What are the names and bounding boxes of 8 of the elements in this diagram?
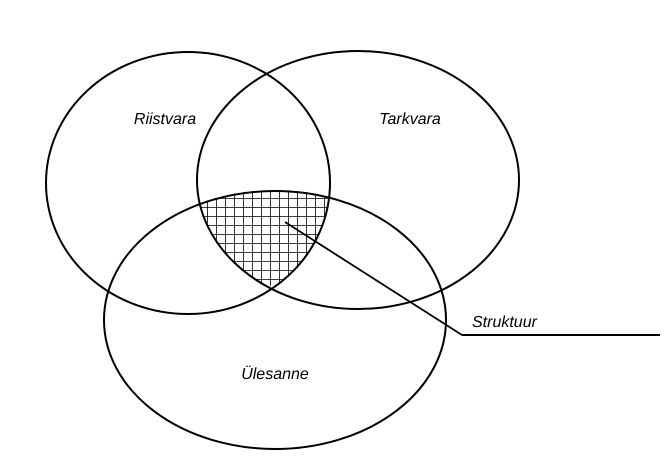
venn-circle [45,51,331,315]
venn-circle [196,50,520,310]
callout-label: Struktuur [462,312,660,336]
set-label: Ülesanne [241,366,309,384]
set-label: Tarkvara [379,111,441,129]
venn-circle [103,190,447,450]
leader-line [284,221,462,336]
set-label: Riistvara [134,111,196,129]
